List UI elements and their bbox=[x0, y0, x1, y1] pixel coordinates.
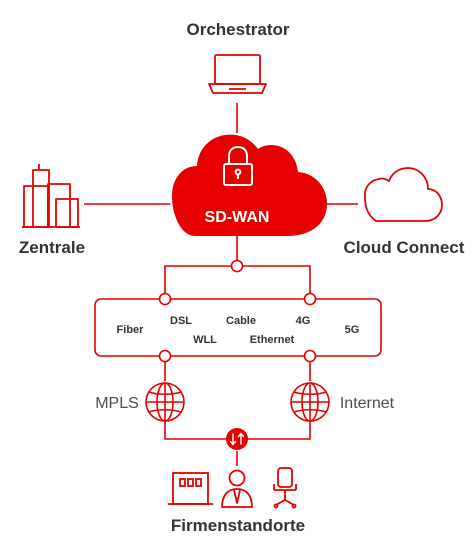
access-port-bottom-right bbox=[303, 349, 317, 363]
access-port-bottom-left bbox=[158, 349, 172, 363]
tech-5g: 5G bbox=[345, 324, 360, 336]
globe-icon bbox=[290, 382, 330, 422]
bidirectional-arrows-icon bbox=[226, 428, 248, 450]
internet-label: Internet bbox=[340, 395, 395, 412]
tech-fiber: Fiber bbox=[117, 324, 145, 336]
tech-cable: Cable bbox=[226, 315, 256, 327]
globe-icon bbox=[145, 382, 185, 422]
sdwan-label: SD-WAN bbox=[205, 209, 270, 226]
sdwan-cloud: SD-WAN bbox=[172, 134, 327, 236]
mpls-label: MPLS bbox=[95, 395, 139, 412]
laptop-icon bbox=[208, 54, 267, 94]
tech-dsl: DSL bbox=[170, 315, 192, 327]
orchestrator-label: Orchestrator bbox=[187, 20, 290, 39]
headquarters-label: Zentrale bbox=[19, 238, 85, 257]
building-icon bbox=[168, 472, 213, 505]
cloud-connect-label: Cloud Connect bbox=[344, 238, 465, 257]
tech-4g: 4G bbox=[296, 315, 311, 327]
access-technologies-box bbox=[94, 298, 382, 357]
junction-node bbox=[230, 259, 244, 273]
office-chair-icon bbox=[273, 467, 297, 509]
access-port-top-left bbox=[158, 292, 172, 306]
padlock-icon bbox=[223, 145, 253, 186]
tech-wll: WLL bbox=[193, 334, 217, 346]
office-buildings-icon bbox=[22, 164, 80, 228]
tech-ethernet: Ethernet bbox=[250, 334, 295, 346]
access-port-top-right bbox=[303, 292, 317, 306]
person-icon bbox=[221, 469, 253, 508]
cloud-icon bbox=[364, 167, 443, 222]
branches-label: Firmenstandorte bbox=[171, 516, 305, 535]
